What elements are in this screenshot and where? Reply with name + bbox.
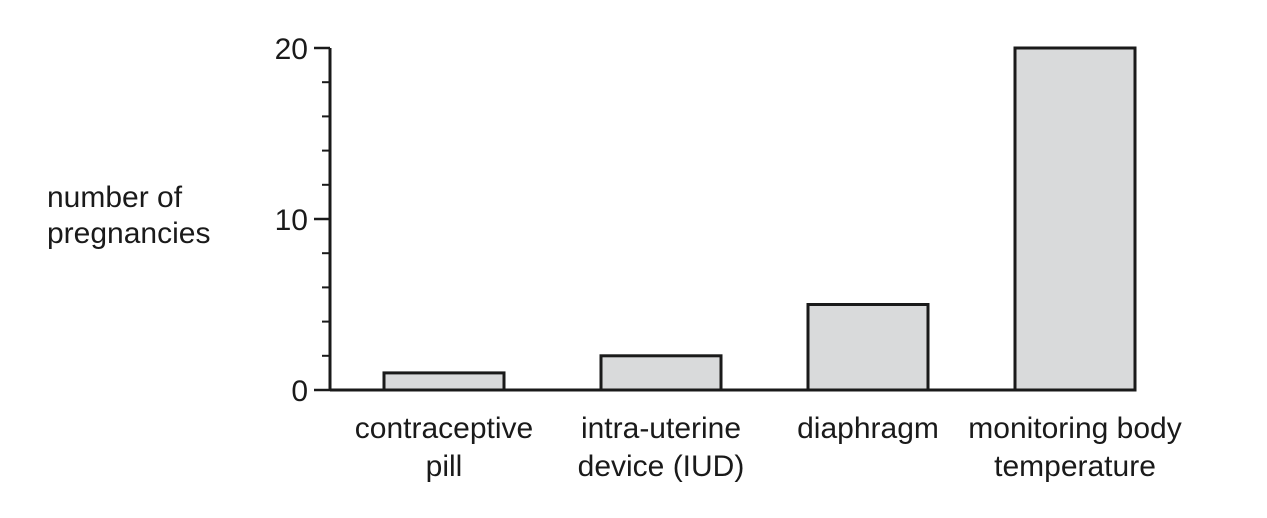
x-category-label: contraceptive pill (355, 412, 533, 483)
bar-1 (599, 354, 723, 392)
x-category-label: monitoring body temperature (968, 412, 1181, 483)
x-category-label-line: intra-uterine (581, 412, 741, 445)
y-axis-label: number of pregnancies (47, 181, 211, 250)
x-category-label-line: diaphragm (797, 412, 939, 445)
x-category-label-line: contraceptive (355, 412, 533, 445)
x-category-label-line: pill (426, 450, 463, 483)
y-tick-label: 10 (275, 204, 308, 237)
x-category-label-line: device (IUD) (578, 450, 745, 483)
x-category-label: intra-uterine device (IUD) (578, 412, 745, 483)
bar-2 (806, 303, 930, 392)
bar-3 (1013, 46, 1137, 392)
y-tick-label: 20 (275, 33, 308, 66)
x-category-label: diaphragm (797, 412, 939, 445)
y-tick-label: 0 (291, 375, 308, 408)
bar-0 (382, 371, 506, 392)
x-category-label-line: monitoring body (968, 412, 1181, 445)
x-category-label-line: temperature (994, 450, 1156, 483)
